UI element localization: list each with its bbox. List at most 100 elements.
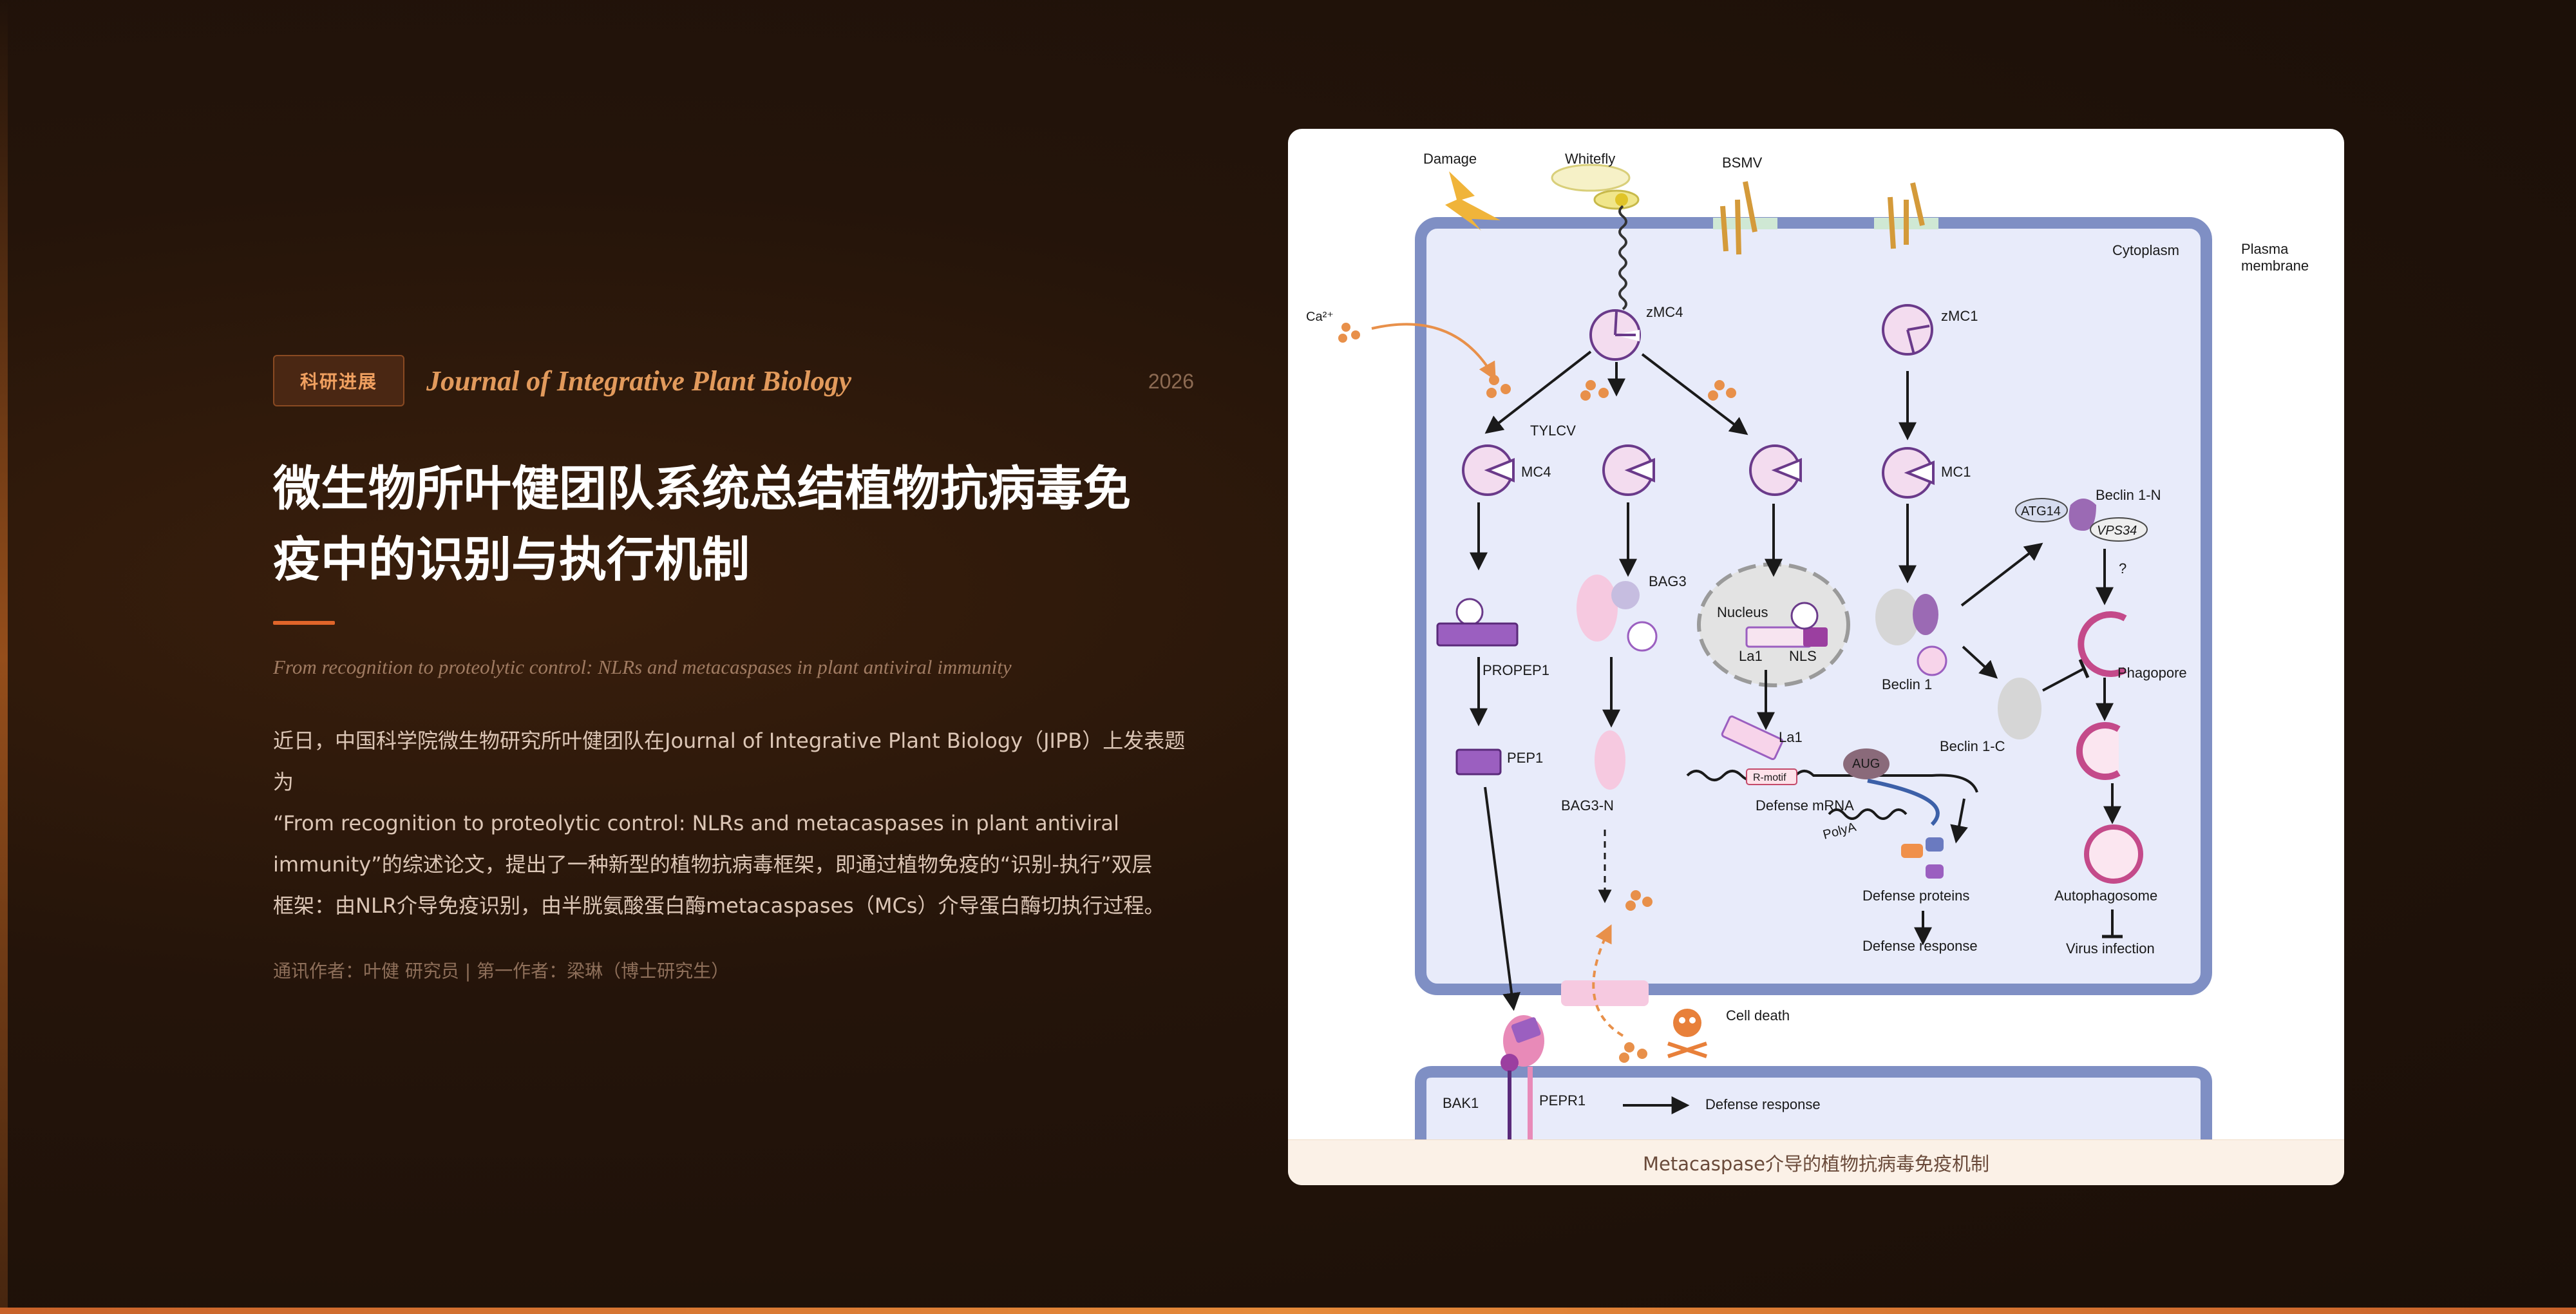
atg14-protein: [2015, 498, 2068, 522]
vps34-protein: [2090, 517, 2148, 542]
label-defense-mrna: Defense mRNA: [1756, 797, 1854, 814]
bag3n-protein: [1595, 730, 1625, 790]
label-bag3n: BAG3-N: [1561, 797, 1614, 814]
inhibit-line: [2042, 667, 2085, 692]
title-divider: [273, 621, 335, 625]
label-pep1: PEP1: [1507, 750, 1543, 766]
title-line-1: 微生物所叶健团队系统总结植物抗病毒免: [273, 461, 1131, 517]
label-autophagosome: Autophagosome: [2054, 888, 2157, 904]
label-membrane: membrane: [2241, 258, 2309, 274]
figure-card: Damage Whitefly BSMV Cytoplasm Plasma me…: [1288, 129, 2344, 1185]
label-defense-proteins: Defense proteins: [1862, 888, 1969, 904]
skull-icon: [1667, 1009, 1707, 1058]
label-propep1: PROPEP1: [1482, 662, 1549, 678]
label-ca: Ca²⁺: [1306, 310, 1334, 324]
label-whitefly: Whitefly: [1565, 151, 1615, 167]
arrow: [1950, 798, 1968, 844]
category-badge: 科研进展: [273, 355, 405, 406]
label-cell-death: Cell death: [1726, 1007, 1790, 1024]
calcium-influx-arrow: [1371, 323, 1496, 381]
body-line: 框架：由NLR介导免疫识别，由半胱氨酸蛋白酶metacaspases（MCs）介…: [273, 893, 1165, 918]
whitefly-icon: [1551, 164, 1640, 210]
label-phagopore: Phagopore: [2117, 665, 2187, 681]
r-motif-box: [1746, 768, 1797, 785]
arrow: [1484, 786, 1521, 1011]
label-cytoplasm: Cytoplasm: [2112, 242, 2179, 258]
arrow: [1641, 353, 1748, 435]
title-line-2: 疫中的识别与执行机制: [273, 532, 750, 587]
la1-block: [1721, 715, 1784, 761]
label-beclin1c: Beclin 1-C: [1940, 738, 2005, 754]
label-mc1: MC1: [1941, 464, 1971, 480]
stylet-coil: [1618, 205, 1627, 310]
label-r-motif: R-motif: [1753, 772, 1786, 783]
journal-name: Journal of Integrative Plant Biology: [426, 365, 852, 397]
zmc4-pacman-icon: [1589, 309, 1641, 361]
label-defense-response: Defense response: [1862, 938, 1978, 954]
ribosome: [1843, 748, 1889, 779]
english-subtitle: From recognition to proteolytic control:…: [273, 656, 1012, 678]
author-info: 通讯作者：叶健 研究员 | 第一作者：梁琳（博士研究生）: [273, 960, 730, 982]
la1-nls-block: [1745, 626, 1812, 648]
label-nls: NLS: [1789, 648, 1817, 664]
bottom-accent-bar: [0, 1308, 2576, 1314]
label-beclin1n: Beclin 1-N: [2096, 487, 2161, 503]
virus-rods-icon: [1720, 181, 1925, 255]
label-beclin1: Beclin 1: [1882, 676, 1932, 692]
label-zmc1: zMC1: [1941, 308, 1978, 324]
arrow: [1960, 542, 2043, 607]
arrow: [1962, 645, 1998, 679]
label-vps34: VPS34: [2097, 524, 2137, 538]
damage-lightning-icon: [1445, 171, 1501, 231]
label-la1: La1: [1779, 729, 1803, 745]
label-question: ?: [2119, 560, 2126, 576]
defense-proteins-icon: [1901, 837, 1944, 879]
mc1-pacman-icon: [1882, 447, 1935, 499]
dashed-arrow: [1592, 924, 1624, 1037]
label-bag3: BAG3: [1649, 573, 1687, 589]
beclin1n-protein: [2069, 499, 2096, 531]
phagopore-icon: [2078, 611, 2127, 677]
mechanism-diagram: Damage Whitefly BSMV Cytoplasm Plasma me…: [1306, 151, 2309, 1140]
label-bsmv: BSMV: [1722, 155, 1763, 171]
label-nucleus: Nucleus: [1717, 604, 1768, 620]
propep1-block: [1436, 622, 1519, 647]
pep1-block: [1455, 748, 1502, 776]
label-plasma: Plasma: [2241, 241, 2289, 257]
label-defense-response-out: Defense response: [1705, 1096, 1821, 1112]
nucleus: [1697, 562, 1850, 687]
label-bak1: BAK1: [1443, 1095, 1479, 1111]
article-header: 科研进展 Journal of Integrative Plant Biolog…: [273, 355, 1194, 406]
label-zmc4: zMC4: [1646, 304, 1683, 320]
autophagosome-icon: [2084, 824, 2143, 884]
mc4-pacman-icon: [1749, 444, 1802, 496]
calcium-ions: [1338, 323, 1736, 1063]
publication-year: 2026: [1148, 370, 1194, 393]
label-la1-nucleus: La1: [1739, 648, 1763, 664]
mc4-pacman-icon: [1462, 444, 1515, 496]
label-mc4: MC4: [1521, 464, 1551, 480]
article-title: 微生物所叶健团队系统总结植物抗病毒免 疫中的识别与执行机制: [273, 453, 1194, 595]
label-pepr1: PEPR1: [1539, 1092, 1586, 1109]
label-tylcv: TYLCV: [1530, 423, 1576, 439]
left-edge-glow: [0, 0, 8, 1314]
figure-caption: Metacaspase介导的植物抗病毒免疫机制: [1288, 1139, 2344, 1185]
membrane-pore: [1561, 980, 1649, 1006]
arrow: [1484, 350, 1592, 434]
bag3-protein: [1577, 575, 1618, 642]
lower-cell-membrane: [1415, 1066, 2212, 1140]
beclin1c-protein: [1998, 678, 2041, 739]
beclin1-protein: [1875, 589, 1919, 645]
article-panel: 科研进展 Journal of Integrative Plant Biolog…: [273, 355, 1194, 983]
label-atg14: ATG14: [2021, 504, 2061, 519]
membrane-channel: [1713, 218, 1777, 229]
label-damage: Damage: [1423, 151, 1477, 167]
label-aug: AUG: [1852, 757, 1880, 771]
zmc1-pacman-icon: [1882, 304, 1933, 356]
label-virus-infection: Virus infection: [2066, 940, 2155, 957]
body-line: “From recognition to proteolytic control…: [273, 811, 1119, 835]
article-body: 近日，中国科学院微生物研究所叶健团队在Journal of Integrativ…: [273, 720, 1194, 926]
pepr1-receptor-icon: [1501, 1015, 1544, 1140]
body-line: 近日，中国科学院微生物研究所叶健团队在Journal of Integrativ…: [273, 728, 1186, 794]
body-line: immunity”的综述论文，提出了一种新型的植物抗病毒框架，即通过植物免疫的“…: [273, 852, 1153, 877]
